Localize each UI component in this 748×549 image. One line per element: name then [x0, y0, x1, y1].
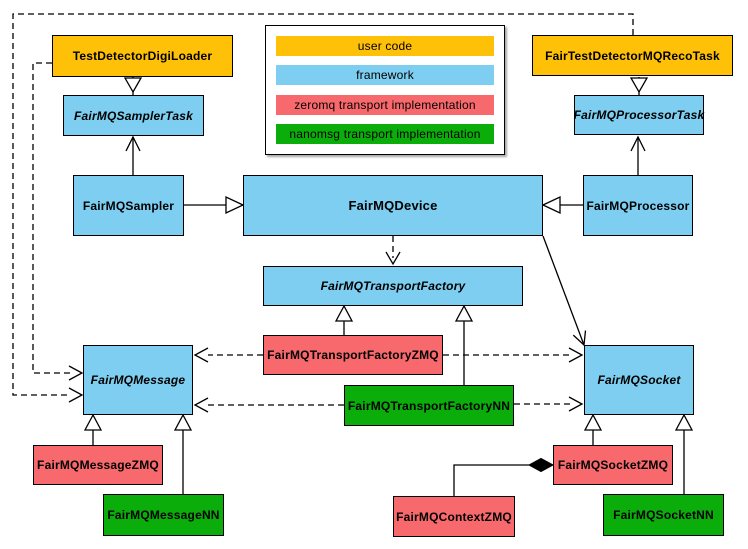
- node-fairmqcontextzmq: FairMQContextZMQ: [393, 496, 515, 537]
- edge-tfzmq-transportfactory-inheritance: [334, 304, 354, 335]
- edge-tfzmq-socket-dashed: [443, 347, 584, 363]
- node-fairmqprocessortask: FairMQProcessorTask: [574, 95, 704, 135]
- edge-tfzmq-message-dashed: [193, 347, 263, 363]
- edge-messagezmq-message-inheritance: [83, 413, 103, 445]
- edge-processor-processortask-association: [630, 135, 646, 175]
- node-fairmqtransportfactoryzmq: FairMQTransportFactoryZMQ: [263, 335, 443, 375]
- legend-item-user-code: user code: [276, 36, 494, 56]
- node-fairmqmessagezmq: FairMQMessageZMQ: [33, 445, 163, 485]
- node-fairmqmessagenn: FairMQMessageNN: [103, 494, 224, 536]
- edge-device-transportfactory-dashed: [385, 236, 401, 266]
- node-fairmqsocketzmq: FairMQSocketZMQ: [553, 445, 673, 485]
- edge-socketnn-socket-inheritance: [674, 413, 694, 494]
- node-fairmqtransportfactory: FairMQTransportFactory: [263, 266, 523, 306]
- node-fairmqtransportfactorynn: FairMQTransportFactoryNN: [344, 385, 514, 426]
- node-fairtestdetectormqrecotask: FairTestDetectorMQRecoTask: [532, 35, 733, 76]
- edge-socketzmq-contextzmq-composition: [453, 457, 555, 496]
- legend-item-nanomsg: nanomsg transport implementation: [276, 123, 494, 144]
- edge-sampler-device-inheritance: [184, 195, 245, 215]
- edge-recotask-message-dashed: [12, 13, 634, 403]
- edge-socketzmq-socket-inheritance: [583, 413, 603, 445]
- edge-digiloader-message-dashed: [32, 62, 84, 381]
- edge-tfnn-transportfactory-inheritance: [454, 304, 474, 385]
- node-fairmqdevice: FairMQDevice: [243, 175, 543, 236]
- node-testdetectordigiloader: TestDetectorDigiLoader: [52, 35, 233, 77]
- legend-item-zeromq: zeromq transport implementation: [276, 94, 494, 115]
- node-fairmqsocket: FairMQSocket: [584, 345, 694, 415]
- edge-tfnn-message-dashed: [193, 397, 344, 413]
- node-fairmqsocketnn: FairMQSocketNN: [603, 494, 724, 536]
- edge-recotask-processortask-inheritance: [629, 77, 649, 95]
- edge-tfnn-socket-dashed: [514, 396, 584, 412]
- node-fairmqsampler: FairMQSampler: [73, 175, 184, 236]
- edge-processor-device-inheritance: [541, 195, 583, 215]
- node-fairmqmessage: FairMQMessage: [83, 345, 193, 415]
- node-fairmqsamplertask: FairMQSamplerTask: [63, 95, 204, 136]
- legend-item-framework: framework: [276, 65, 494, 86]
- edge-sampler-samplertask-association: [125, 135, 141, 175]
- edge-device-socket-association: [542, 235, 587, 347]
- legend-box: user code framework zeromq transport imp…: [265, 25, 505, 155]
- node-fairmqprocessor: FairMQProcessor: [583, 175, 693, 236]
- edge-digiloader-samplertask-inheritance: [123, 77, 143, 95]
- edge-messagenn-message-inheritance: [173, 413, 193, 494]
